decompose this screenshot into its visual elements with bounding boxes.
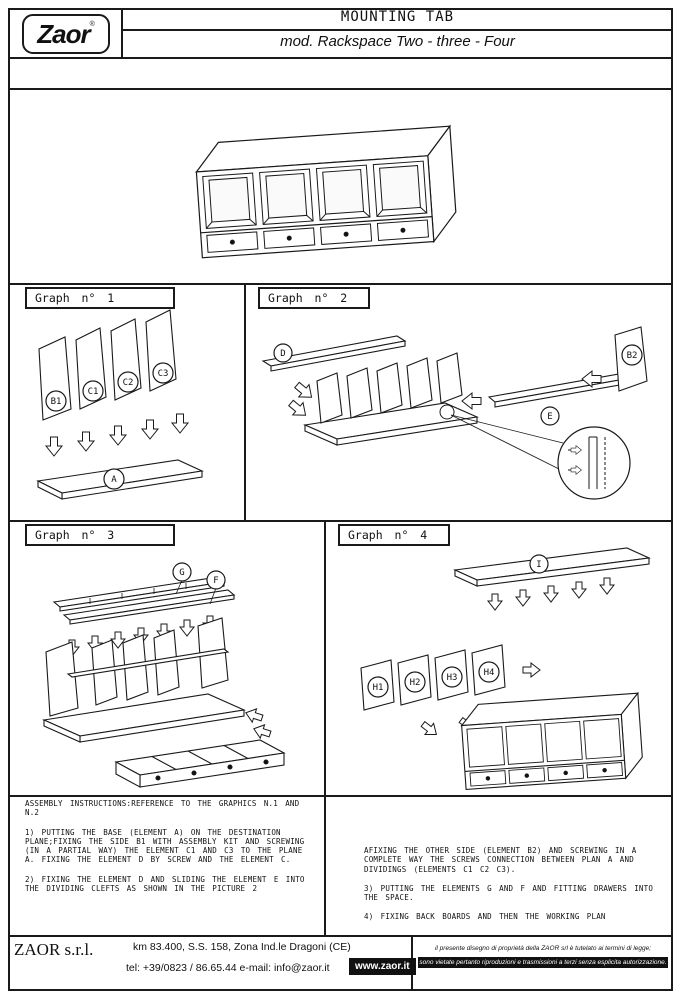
part-labels: G F: [172, 562, 226, 590]
graph1-title-box: Graph n° 1: [25, 287, 175, 309]
page-border: [8, 8, 673, 991]
assembled-cabinet: [460, 691, 643, 790]
joint-detail-marker: [439, 404, 455, 420]
svg-text:H4: H4: [484, 668, 495, 678]
company-phone-email: tel: +39/0823 / 86.65.44 e-mail: info@za…: [126, 962, 330, 974]
graph2-title-box: Graph n° 2: [258, 287, 370, 309]
instruction-step-4: 4) FIXING BACK BOARDS AND THEN THE WORKI…: [364, 912, 606, 922]
svg-text:C3: C3: [158, 369, 169, 379]
graph2-title: Graph n° 2: [268, 291, 348, 305]
part-labels: D B2 E: [273, 343, 643, 426]
screw-detail-callout: [450, 414, 631, 500]
svg-text:D: D: [280, 349, 285, 359]
instructions-left-column: ASSEMBLY INSTRUCTIONS:REFERENCE TO THE G…: [25, 799, 315, 903]
main-panel-top-line: [8, 88, 673, 90]
assembled-unit: [42, 617, 246, 743]
header-vertical-divider: [121, 8, 123, 57]
svg-text:E: E: [547, 412, 552, 422]
instruction-step-1: 1) PUTTING THE BASE (ELEMENT A) ON THE D…: [25, 827, 305, 865]
graph3-diagram: G F: [42, 562, 286, 788]
footer-top-line: [8, 935, 673, 937]
part-label-e: E: [540, 406, 560, 426]
assembly-arrows: [243, 705, 273, 742]
graph4-title-box: Graph n° 4: [338, 524, 450, 546]
rail-e: [487, 373, 627, 408]
cabinet-drawer-rail: [200, 216, 433, 234]
svg-text:H3: H3: [447, 673, 458, 683]
company-address: km 83.400, S.S. 158, Zona Ind.le Dragoni…: [133, 941, 351, 953]
part-label-d: D: [273, 343, 293, 363]
company-name: ZAOR s.r.l.: [14, 940, 94, 959]
part-label-f: F: [206, 570, 226, 590]
graph1-2-divider: [244, 283, 246, 520]
svg-text:F: F: [213, 576, 218, 586]
header-divider-line: [122, 29, 673, 31]
cabinet-drawers: [206, 219, 430, 253]
svg-text:H1: H1: [373, 683, 384, 693]
legal-notice-line2: sono vietate pertanto riproduzioni e tra…: [418, 957, 668, 968]
rail-d: [261, 335, 407, 372]
part-label-h3: H3: [441, 666, 463, 688]
header-bottom-line: [8, 57, 673, 59]
part-label-c2: C2: [117, 371, 139, 393]
assembly-arrows: [487, 577, 615, 611]
partial-assembly-unit: [303, 352, 479, 446]
instruction-step-3: 3) PUTTING THE ELEMENTS G AND F AND FITT…: [364, 883, 654, 903]
part-labels: I H1 H2 H3 H4: [367, 554, 549, 698]
svg-text:C1: C1: [88, 387, 99, 397]
graph3-4-divider: [324, 520, 326, 795]
instructions-heading: ASSEMBLY INSTRUCTIONS:REFERENCE TO THE G…: [25, 799, 300, 818]
label-leader-f: [209, 587, 217, 605]
assembly-arrows: [285, 378, 318, 422]
part-label-c3: C3: [152, 362, 174, 384]
part-label-h2: H2: [404, 671, 426, 693]
graph3-title: Graph n° 3: [35, 528, 115, 542]
part-label-c1: C1: [82, 380, 104, 402]
drawer-strip: [114, 739, 286, 788]
svg-text:B1: B1: [51, 397, 62, 407]
graph1-title: Graph n° 1: [35, 291, 115, 305]
part-label-g: G: [172, 562, 192, 582]
part-label-b1: B1: [45, 390, 67, 412]
row2-top-line: [8, 520, 673, 522]
graph4-title: Graph n° 4: [348, 528, 428, 542]
svg-text:B2: B2: [627, 351, 638, 361]
svg-text:G: G: [179, 568, 184, 578]
working-plan-i: [453, 547, 651, 587]
label-leader-g: [175, 579, 183, 595]
main-product-illustration: [195, 124, 457, 259]
zaor-logo: Zaor ®: [22, 14, 110, 54]
graph4-diagram: I H1 H2 H3 H4: [360, 547, 651, 790]
document-title: MOUNTING TAB: [340, 9, 455, 25]
document-subtitle: mod. Rackspace Two - three - Four: [280, 33, 515, 50]
instructions-top-line: [8, 795, 673, 797]
assembly-arrows: [45, 413, 189, 457]
instructions-right-column: AFIXING THE OTHER SIDE (ELEMENT B2) AND …: [364, 846, 656, 932]
part-label-b2: B2: [621, 344, 643, 366]
part-label-i: I: [529, 554, 549, 574]
legal-notice-line1: il presente disegno di proprietà della Z…: [434, 945, 652, 952]
graph3-title-box: Graph n° 3: [25, 524, 175, 546]
instruction-step-2: 2) FIXING THE ELEMENT D AND SLIDING THE …: [25, 874, 305, 894]
company-website: www.zaor.it: [349, 958, 416, 975]
instructions-divider: [324, 795, 326, 935]
rackspace-cabinet: [195, 124, 457, 259]
svg-text:H2: H2: [410, 678, 421, 688]
instruction-step-2-continued: AFIXING THE OTHER SIDE (ELEMENT B2) AND …: [364, 846, 637, 874]
registered-trademark-mark: ®: [89, 21, 95, 28]
part-label-h4: H4: [478, 661, 500, 683]
row1-top-line: [8, 283, 673, 285]
svg-text:I: I: [536, 560, 541, 570]
svg-text:A: A: [111, 475, 117, 485]
cabinet-compartments: [202, 160, 428, 229]
graph1-diagram: B1 C1 C2 C3 A: [36, 309, 204, 500]
svg-text:C2: C2: [123, 378, 134, 388]
zaor-logo-text: Zaor: [37, 18, 90, 49]
graph2-diagram: D B2 E: [261, 326, 648, 500]
part-labels: B1 C1 C2 C3 A: [45, 362, 174, 490]
part-label-h1: H1: [367, 676, 389, 698]
part-label-a: A: [103, 468, 125, 490]
